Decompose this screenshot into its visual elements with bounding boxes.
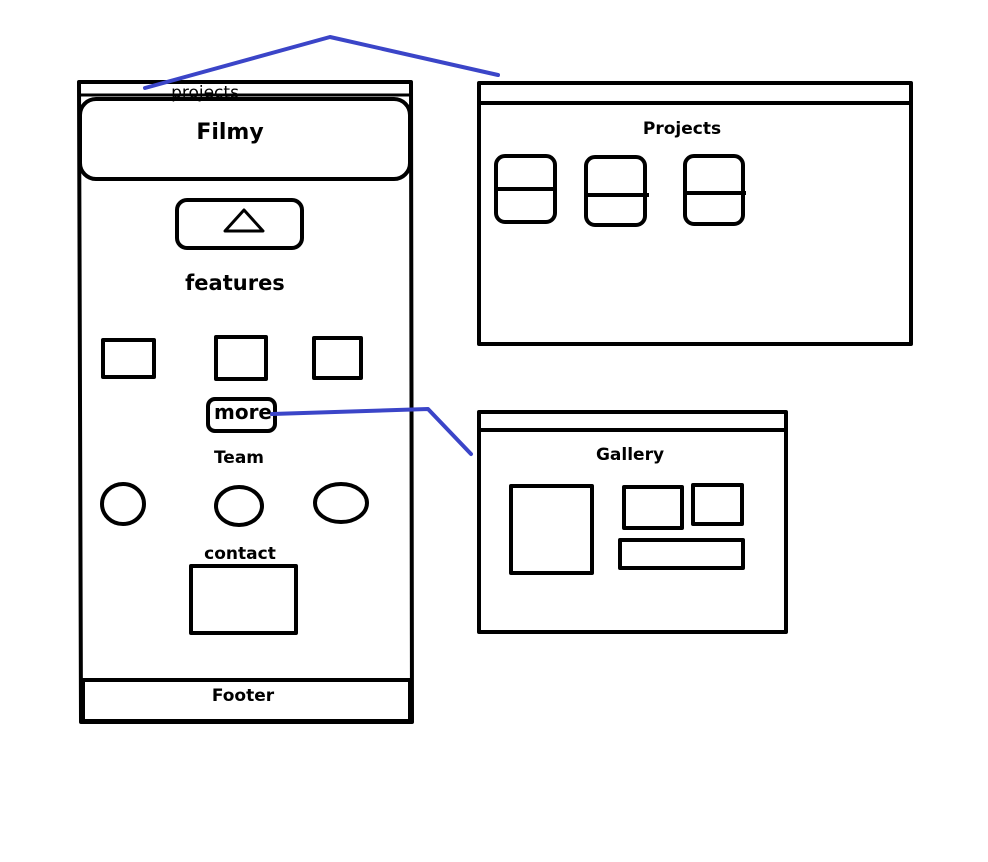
project-card[interactable] [494, 154, 557, 224]
team-avatar [100, 482, 146, 526]
feature-box [312, 336, 363, 380]
gallery-image-large[interactable] [509, 484, 594, 575]
team-heading: Team [214, 448, 264, 468]
connector-more-to-gallery-page [270, 407, 473, 456]
gallery-image[interactable] [622, 485, 684, 530]
hero-play-button[interactable] [175, 198, 304, 250]
header-banner [78, 97, 412, 181]
contact-form-box[interactable] [189, 564, 298, 635]
footer-bar [81, 678, 412, 723]
feature-box [214, 335, 268, 381]
connector-projects-to-projects-page [143, 35, 500, 90]
gallery-page-wireframe: Gallery [477, 410, 788, 634]
projects-title: Projects [643, 119, 721, 139]
feature-box [101, 338, 156, 379]
contact-heading: contact [204, 544, 276, 564]
team-avatar [214, 485, 264, 527]
more-button-label: more [214, 400, 272, 424]
more-button[interactable]: more [206, 397, 277, 433]
projects-page-wireframe: Projects [477, 81, 913, 346]
gallery-image[interactable] [691, 483, 744, 526]
gallery-title: Gallery [596, 445, 664, 465]
features-heading: features [185, 271, 285, 295]
main-page-wireframe: projects Filmy features more Team contac… [77, 80, 414, 724]
team-avatar [313, 482, 369, 524]
triangle-up-icon [223, 208, 265, 233]
main-page-frame [77, 80, 414, 724]
gallery-page-frame [477, 410, 788, 634]
project-card[interactable] [584, 155, 649, 227]
gallery-image-wide[interactable] [618, 538, 745, 570]
site-title: Filmy [196, 120, 263, 145]
projects-page-frame [477, 81, 913, 346]
footer-label: Footer [212, 686, 275, 706]
project-card[interactable] [683, 154, 746, 226]
